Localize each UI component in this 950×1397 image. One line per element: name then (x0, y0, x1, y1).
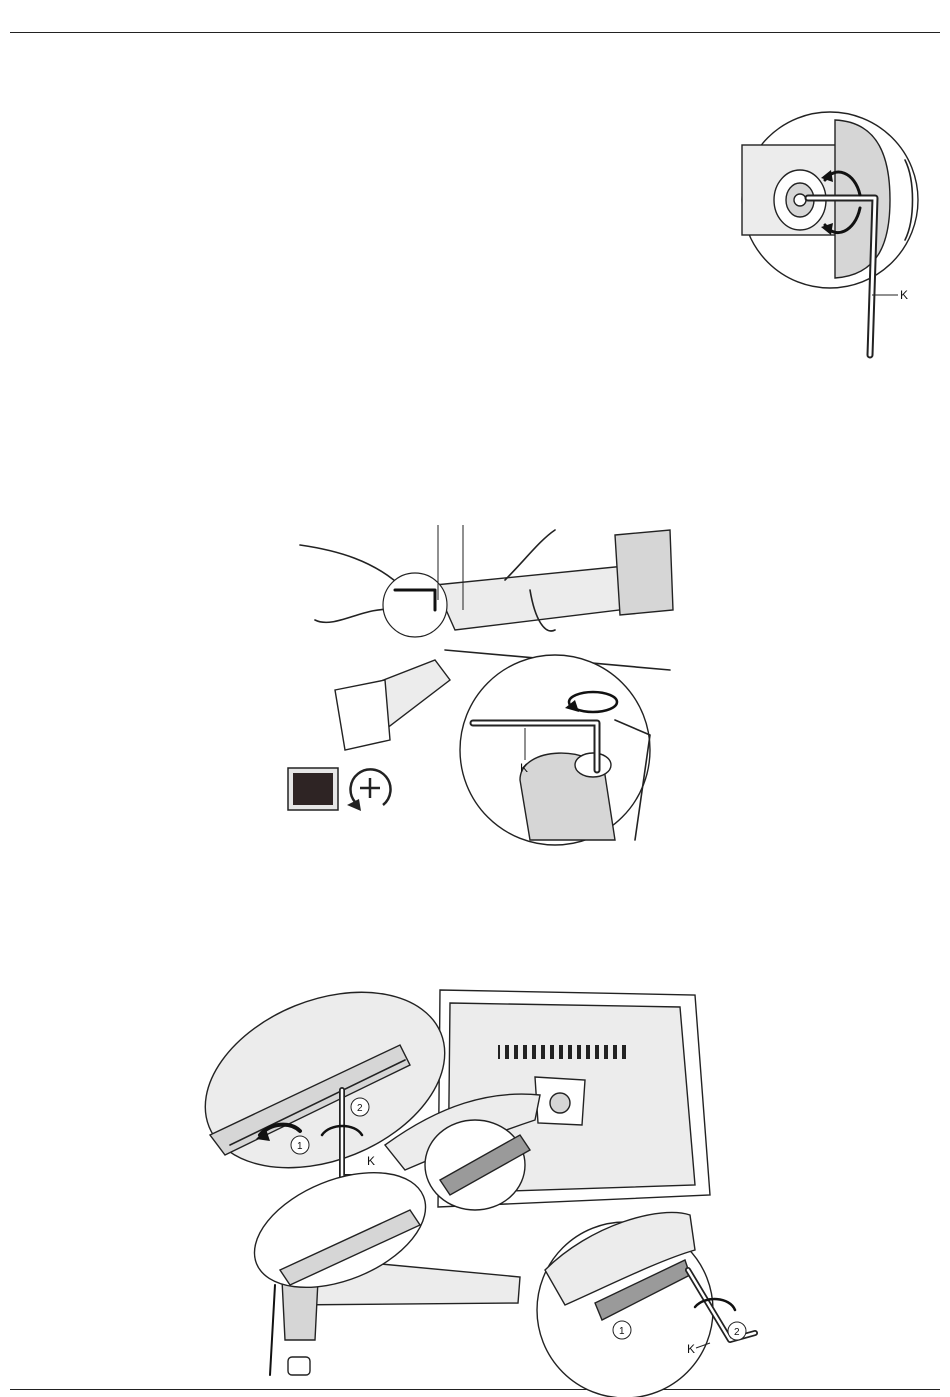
tool-label-k: K (367, 1154, 375, 1168)
figure-1-joint-hex-key: K (730, 100, 930, 370)
footer-rule (10, 1389, 940, 1390)
figure-3-cable-covers: 1 2 K 1 2 K (190, 985, 770, 1385)
step-1-label: 1 (297, 1141, 303, 1152)
figure-2-tension-adjustment: K (275, 520, 675, 850)
tool-label-k: K (520, 761, 528, 775)
tool-label-k: K (900, 288, 908, 302)
dark-square-icon (293, 773, 333, 805)
small-detail-circle (383, 573, 447, 637)
header-rule (10, 32, 940, 33)
tool-label-k: K (687, 1342, 695, 1356)
step-1-label: 1 (619, 1326, 625, 1337)
vent-slots (498, 1045, 628, 1059)
step-2-label: 2 (734, 1327, 740, 1338)
rotate-clockwise-plus-icon (347, 769, 391, 811)
step-2-label: 2 (357, 1103, 363, 1114)
